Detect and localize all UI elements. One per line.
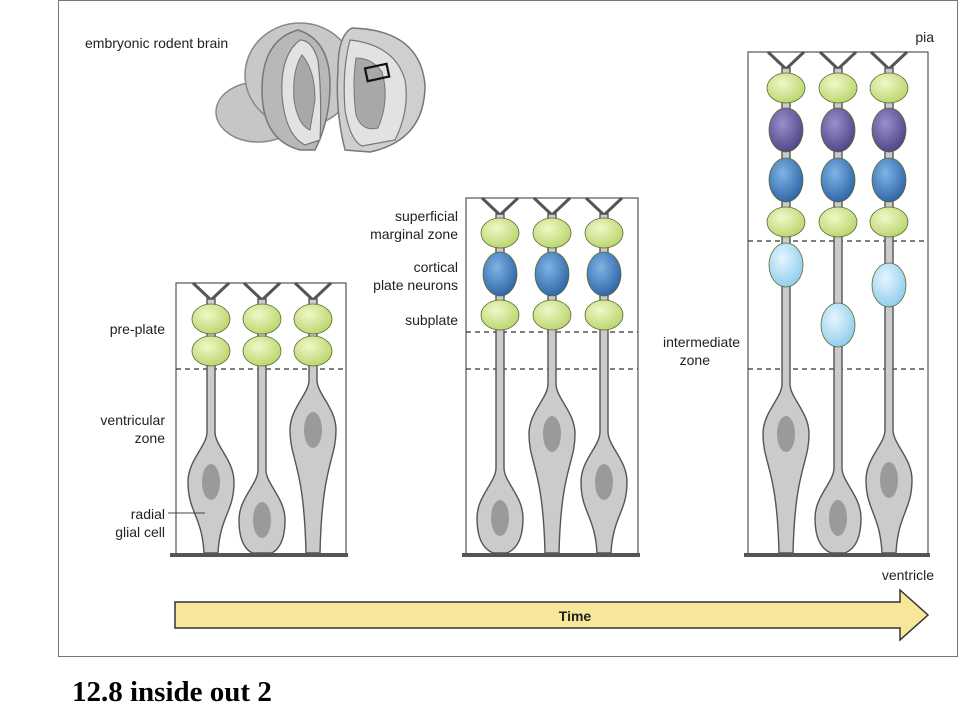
label-radial: radial bbox=[131, 506, 165, 522]
brain-schematic bbox=[215, 22, 426, 153]
label-plate-neurons: plate neurons bbox=[373, 277, 458, 293]
preplate-neuron bbox=[532, 217, 572, 249]
label-pre-plate: pre-plate bbox=[110, 321, 165, 337]
cortical-plate-neuron bbox=[586, 251, 622, 297]
preplate-neuron bbox=[818, 72, 858, 104]
glial-nucleus bbox=[202, 464, 220, 500]
figure-frame bbox=[58, 0, 958, 657]
preplate-neuron bbox=[191, 303, 231, 335]
late-born-neuron bbox=[768, 107, 804, 153]
cortical-plate-neuron bbox=[820, 157, 856, 203]
glial-end-foot bbox=[532, 196, 572, 217]
glial-end-foot bbox=[480, 196, 520, 217]
preplate-neuron bbox=[818, 206, 858, 238]
glial-nucleus bbox=[491, 500, 509, 536]
preplate-neuron bbox=[584, 217, 624, 249]
glial-nucleus bbox=[543, 416, 561, 452]
migrating-neuron bbox=[768, 242, 804, 288]
preplate-neuron bbox=[480, 299, 520, 331]
preplate-neuron bbox=[869, 206, 909, 238]
glial-nucleus bbox=[829, 500, 847, 536]
label-glial-cell: glial cell bbox=[115, 524, 165, 540]
glial-end-foot bbox=[191, 281, 231, 302]
glial-nucleus bbox=[880, 462, 898, 498]
preplate-neuron bbox=[242, 303, 282, 335]
ventricular-surface bbox=[462, 553, 640, 557]
glial-end-foot bbox=[766, 50, 806, 71]
label-intermediate-zone: zone bbox=[680, 352, 711, 368]
ventricular-surface bbox=[744, 553, 930, 557]
preplate-neuron bbox=[293, 303, 333, 335]
glial-end-foot bbox=[869, 50, 909, 71]
label-ventricular-zone: zone bbox=[135, 430, 166, 446]
label-marginal-zone: marginal zone bbox=[370, 226, 458, 242]
cortical-plate-neuron bbox=[534, 251, 570, 297]
time-arrow bbox=[174, 588, 930, 642]
glial-nucleus bbox=[253, 502, 271, 538]
cortical-plate-neuron bbox=[482, 251, 518, 297]
glial-end-foot bbox=[242, 281, 282, 302]
glial-end-foot bbox=[818, 50, 858, 71]
cortical-plate-neuron bbox=[871, 157, 907, 203]
preplate-neuron bbox=[869, 72, 909, 104]
cortical-plate-neuron bbox=[768, 157, 804, 203]
late-born-neuron bbox=[871, 107, 907, 153]
preplate-neuron bbox=[532, 299, 572, 331]
label-ventricular: ventricular bbox=[100, 412, 165, 428]
preplate-neuron bbox=[242, 335, 282, 367]
glial-end-foot bbox=[293, 281, 333, 302]
migrating-neuron bbox=[871, 262, 907, 308]
preplate-neuron bbox=[766, 72, 806, 104]
label-ventricle: ventricle bbox=[882, 567, 934, 583]
label-embryonic-rodent-brain: embryonic rodent brain bbox=[85, 35, 228, 51]
preplate-neuron bbox=[584, 299, 624, 331]
preplate-neuron bbox=[480, 217, 520, 249]
late-born-neuron bbox=[820, 107, 856, 153]
glial-end-foot bbox=[584, 196, 624, 217]
figure-caption: 12.8 inside out 2 bbox=[72, 676, 272, 708]
glial-nucleus bbox=[595, 464, 613, 500]
glial-nucleus bbox=[304, 412, 322, 448]
label-cortical: cortical bbox=[414, 259, 458, 275]
label-subplate: subplate bbox=[405, 312, 458, 328]
glial-nucleus bbox=[777, 416, 795, 452]
preplate-neuron bbox=[293, 335, 333, 367]
migrating-neuron bbox=[820, 302, 856, 348]
sample-region-box bbox=[363, 62, 391, 83]
preplate-neuron bbox=[766, 206, 806, 238]
label-superficial: superficial bbox=[395, 208, 458, 224]
label-pia: pia bbox=[915, 29, 934, 45]
time-label: Time bbox=[559, 608, 592, 624]
preplate-neuron bbox=[191, 335, 231, 367]
label-intermediate: intermediate bbox=[663, 334, 740, 350]
ventricular-surface bbox=[170, 553, 348, 557]
